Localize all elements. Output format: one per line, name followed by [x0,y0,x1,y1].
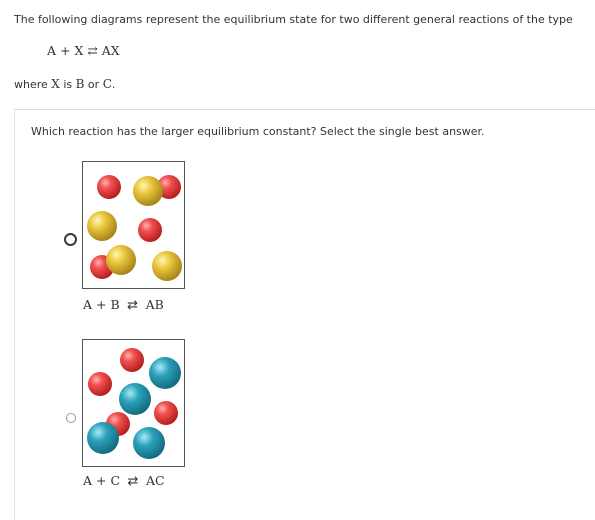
question-text: Which reaction has the larger equilibriu… [31,125,485,138]
option-1-reactants: A + B [83,297,120,312]
option-1-radio[interactable] [64,233,77,246]
option-1-molecules [87,175,182,281]
atom-a [97,175,121,199]
option-1-product: AB [145,297,164,312]
where-variable: X [51,77,60,91]
atom-c [119,383,151,415]
atom-a [120,348,144,372]
where-statement: where X is B or C. [14,77,115,91]
atom-b [133,176,163,206]
equilibrium-arrow-icon: ⇄ [127,474,139,489]
atom-c [149,357,181,389]
atom-a [154,401,178,425]
atom-c [133,427,165,459]
where-or: or [84,78,103,91]
where-c: C [102,77,112,91]
option-2-caption: A + C ⇄ AC [83,473,165,489]
option-1-diagram[interactable] [82,161,185,289]
atom-a [138,218,162,242]
atom-b [87,211,117,241]
option-1-caption: A + B ⇄ AB [83,297,164,313]
where-end: . [111,78,116,91]
atom-c [87,422,119,454]
problem-intro: The following diagrams represent the equ… [14,13,573,26]
atom-b [152,251,182,281]
general-equation: A + X ⇄ AX [47,43,120,58]
atom-a [88,372,112,396]
option-2-product: AC [145,473,165,488]
equilibrium-arrow-icon: ⇄ [127,298,139,313]
option-2-reactants: A + C [83,473,121,488]
option-2-diagram[interactable] [82,339,185,467]
option-2-molecules [87,348,181,459]
where-prefix: where [14,78,52,91]
atom-a [157,175,181,199]
question-panel [14,109,595,520]
option-2-radio[interactable] [66,413,76,423]
where-b: B [75,77,85,91]
where-mid: is [59,78,76,91]
atom-b [106,245,136,275]
